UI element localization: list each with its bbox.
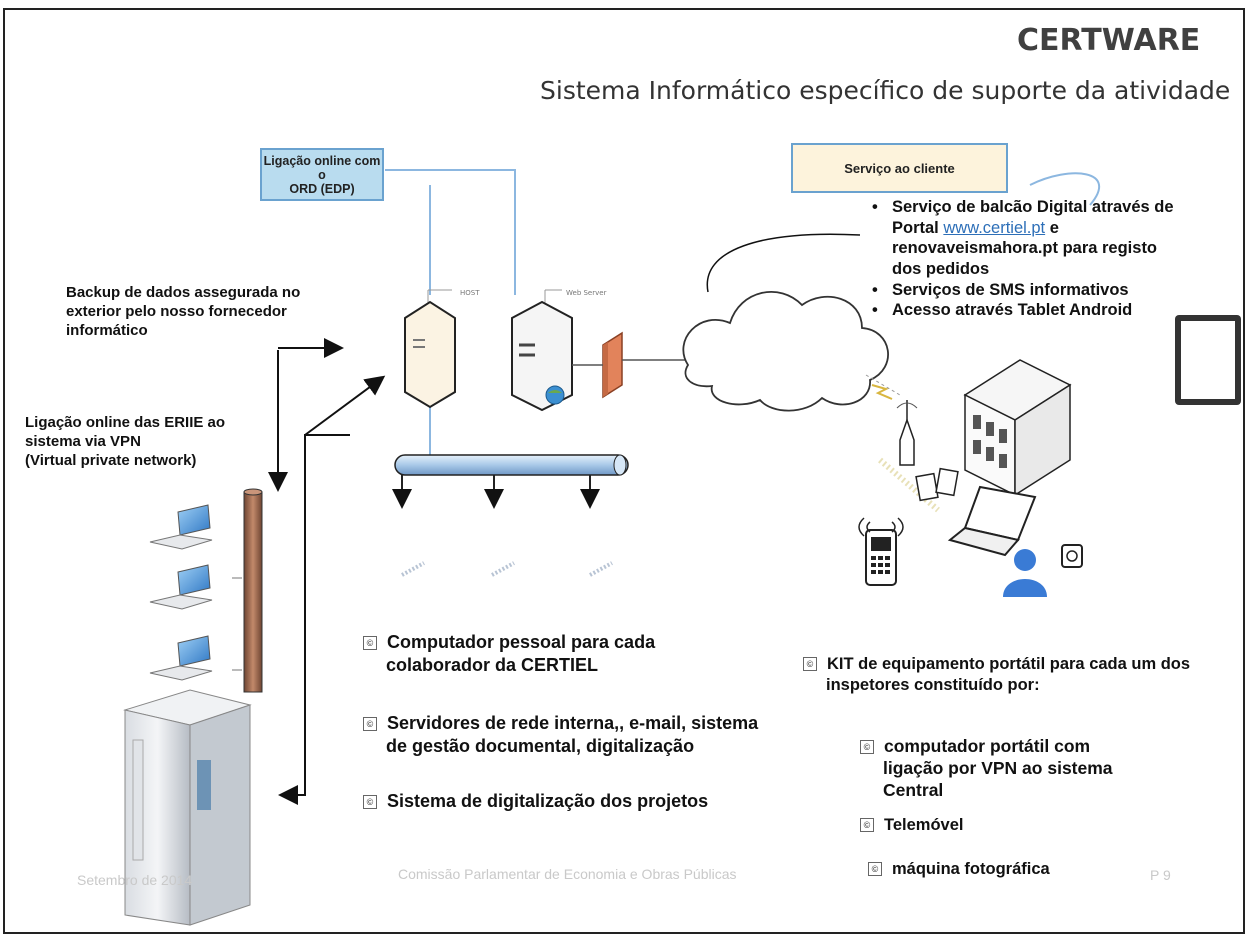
checkbox-mark-icon: © xyxy=(868,862,882,876)
cliente-arc xyxy=(1029,172,1100,206)
slide-frame xyxy=(3,8,1245,934)
laptop-icon-3 xyxy=(149,635,213,681)
vpn-arrow-up xyxy=(278,434,350,805)
service-item-tablet: Acesso através Tablet Android xyxy=(870,300,1175,321)
page-title: CERTWARE xyxy=(1017,23,1201,58)
network-bus-icon xyxy=(392,454,629,577)
feature-servers: ©Servidores de rede interna,, e-mail, si… xyxy=(363,712,758,757)
ord-box-line-1: Ligação online com o xyxy=(263,153,381,182)
vpn-note: Ligação online das ERIIE ao sistema via … xyxy=(25,414,226,469)
documents-icon xyxy=(915,467,959,502)
footer-committee: Comissão Parlamentar de Economia e Obras… xyxy=(398,866,737,882)
building-icon xyxy=(963,359,1072,497)
customer-service-box: Serviço ao cliente xyxy=(791,143,1008,193)
checkbox-mark-icon: © xyxy=(363,795,377,809)
checkbox-mark-icon: © xyxy=(363,717,377,731)
feature-personal-computer: ©Computador pessoal para cada colaborado… xyxy=(363,631,655,676)
service-item-portal: Serviço de balcão Digital através de Por… xyxy=(870,197,1175,280)
checkbox-mark-icon: © xyxy=(803,657,817,671)
ord-connection-box: Ligação online com o ORD (EDP) xyxy=(260,148,384,201)
cloud-arc xyxy=(706,233,861,293)
ord-connector-h xyxy=(385,169,516,295)
firewall-icon xyxy=(602,331,623,399)
footer-page-number: P 9 xyxy=(1150,867,1171,883)
antenna-icon xyxy=(896,400,918,466)
certiel-link[interactable]: www.certiel.pt xyxy=(943,218,1046,237)
kit-item-camera: ©máquina fotográfica xyxy=(868,859,1050,880)
mobile-phone-icon xyxy=(858,517,904,586)
service-item-sms: Serviços de SMS informativos xyxy=(870,280,1175,301)
services-list: Serviço de balcão Digital através de Por… xyxy=(870,197,1175,321)
camera-icon xyxy=(1061,544,1083,568)
kit-intro: ©KIT de equipamento portátil para cada u… xyxy=(803,654,1190,695)
internet-cloud xyxy=(682,291,889,412)
customer-service-label: Serviço ao cliente xyxy=(844,160,955,176)
laptop-icon-2 xyxy=(149,564,213,610)
laptop-icon-1 xyxy=(149,504,213,550)
feature-digitization: ©Sistema de digitalização dos projetos xyxy=(363,790,708,813)
checkbox-mark-icon: © xyxy=(363,636,377,650)
page-subtitle: Sistema Informático específico de suport… xyxy=(540,76,1231,105)
field-laptop-icon xyxy=(947,485,1037,557)
checkbox-mark-icon: © xyxy=(860,818,874,832)
user-person-icon xyxy=(1003,549,1047,597)
checkbox-mark-icon: © xyxy=(860,740,874,754)
web-label: Web Server xyxy=(566,289,607,297)
backup-note: Backup de dados assegurada no exterior p… xyxy=(66,284,301,339)
tower-server-icon xyxy=(123,689,252,926)
host-server-icon: HOST xyxy=(404,289,480,409)
vpn-cable-icon xyxy=(243,491,263,693)
host-label: HOST xyxy=(460,289,480,297)
web-server-icon: Web Server xyxy=(511,289,607,412)
kit-item-phone: ©Telemóvel xyxy=(860,815,963,836)
tablet-icon xyxy=(1175,315,1241,405)
footer-date: Setembro de 2014 xyxy=(77,872,193,888)
ord-box-line-2: ORD (EDP) xyxy=(289,181,355,196)
kit-item-laptop: ©computador portátil com ligação por VPN… xyxy=(860,736,1113,802)
